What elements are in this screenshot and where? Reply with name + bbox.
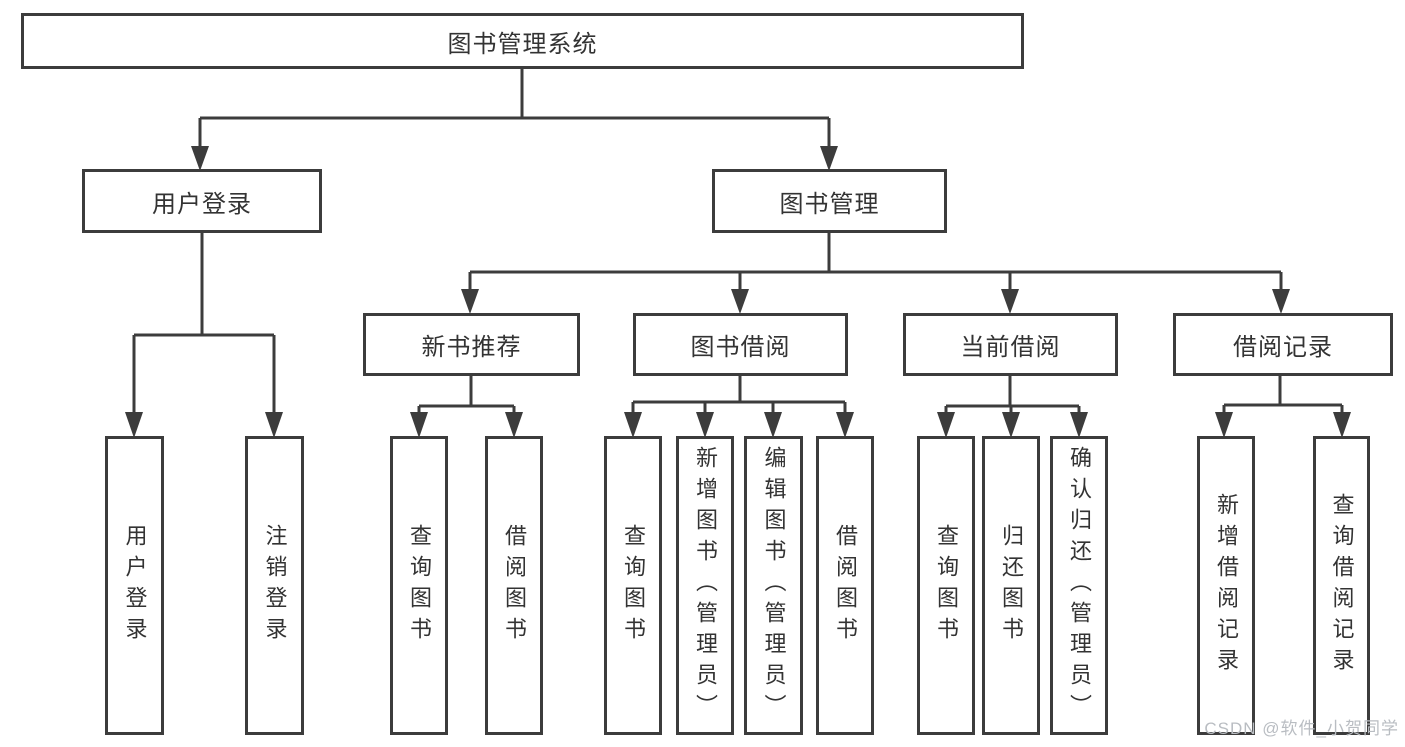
node-root-library-system: 图书管理系统 [21, 13, 1024, 69]
leaf-logout: 注销登录 [245, 436, 304, 735]
leaf-label: 借阅图书 [833, 523, 858, 648]
edge-recommend-to-leaves [417, 376, 516, 412]
leaf-label: 借阅图书 [502, 523, 527, 648]
leaf-edit-books-admin: 编辑图书（管理员） [744, 436, 803, 735]
csdn-watermark: CSDN @软件_小贺同学 [1204, 719, 1399, 738]
leaf-borrow-books: 借阅图书 [816, 436, 874, 735]
leaf-label: 确认归还（管理员） [1067, 446, 1092, 725]
leaf-label: 用户登录 [122, 523, 148, 648]
edge-borrow-to-leaves [631, 376, 847, 412]
leaf-label: 新增图书（管理员） [693, 446, 718, 725]
leaf-borrow-books-recommend: 借阅图书 [485, 436, 543, 735]
leaf-label: 新增借阅记录 [1214, 492, 1239, 679]
node-current-borrow: 当前借阅 [903, 313, 1118, 376]
leaf-user-login: 用户登录 [105, 436, 164, 735]
node-new-book-recommend: 新书推荐 [363, 313, 580, 376]
leaf-label: 查询图书 [934, 523, 959, 648]
node-book-borrow: 图书借阅 [633, 313, 848, 376]
arrowheads [125, 146, 1351, 438]
leaf-confirm-return-admin: 确认归还（管理员） [1050, 436, 1108, 735]
edge-userlogin-to-leaves [132, 233, 276, 412]
edge-current-to-leaves [944, 376, 1081, 412]
leaf-query-books-borrow: 查询图书 [604, 436, 662, 735]
leaf-label: 编辑图书（管理员） [761, 446, 787, 725]
leaf-label: 归还图书 [999, 523, 1024, 648]
leaf-return-books: 归还图书 [982, 436, 1040, 735]
leaf-label: 查询图书 [407, 523, 432, 648]
leaf-query-books-recommend: 查询图书 [390, 436, 448, 735]
node-borrow-records: 借阅记录 [1173, 313, 1393, 376]
edge-bookmgmt-to-level2 [468, 233, 1283, 289]
leaf-label: 查询图书 [621, 523, 646, 648]
leaf-add-books-admin: 新增图书（管理员） [676, 436, 734, 735]
leaf-add-borrow-record: 新增借阅记录 [1197, 436, 1255, 735]
leaf-label: 注销登录 [262, 523, 288, 648]
leaf-query-books-current: 查询图书 [917, 436, 975, 735]
edge-root-to-level1 [198, 69, 831, 146]
node-book-management: 图书管理 [712, 169, 947, 233]
leaf-label: 查询借阅记录 [1329, 492, 1355, 679]
leaf-query-borrow-record: 查询借阅记录 [1313, 436, 1370, 735]
edge-records-to-leaves [1222, 376, 1344, 412]
node-user-login: 用户登录 [82, 169, 322, 233]
